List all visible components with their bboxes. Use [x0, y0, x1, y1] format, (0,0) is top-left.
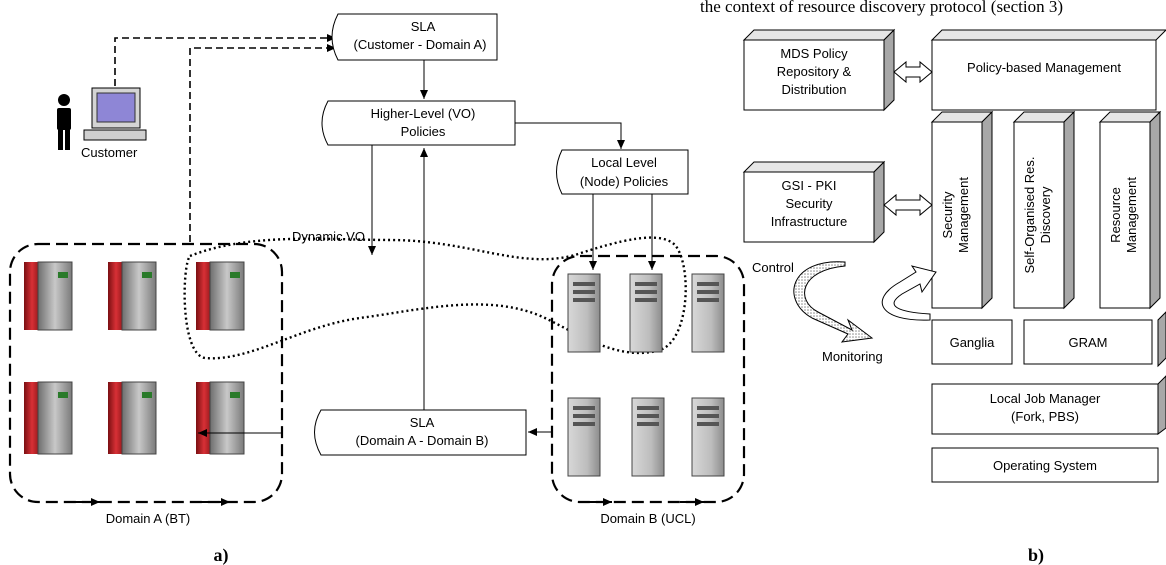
server-a3	[196, 261, 245, 331]
domain-a-servers	[24, 261, 245, 455]
caption-a: a)	[214, 545, 229, 565]
discovery-box	[1012, 110, 1076, 310]
gram-side-shadow	[1157, 311, 1166, 368]
computer-icon	[83, 87, 147, 141]
tower-b1	[567, 273, 601, 353]
os-box	[931, 447, 1159, 483]
vo-to-local-arrow	[515, 122, 625, 149]
domain-b-servers	[567, 273, 725, 477]
sla-domains-sub: (Domain A - Domain B)	[356, 433, 489, 448]
sla-domains-box	[314, 409, 527, 456]
gsi-box	[742, 160, 886, 244]
caption-b: b)	[1028, 545, 1044, 565]
resource-mgmt-box	[1098, 110, 1162, 310]
gsi-line1: GSI - PKI	[782, 178, 837, 193]
local-policies-line2: (Node) Policies	[580, 174, 669, 189]
control-arrow	[793, 261, 874, 343]
domain-a-label: Domain A (BT)	[106, 511, 191, 526]
job-manager-box	[931, 383, 1159, 435]
mds-policy-double-arrow	[893, 60, 933, 84]
gram-box	[1023, 319, 1153, 365]
policy-mgmt-box	[930, 29, 1166, 111]
sla-customer-sub: (Customer - Domain A)	[354, 37, 487, 52]
local-policies-box	[556, 149, 689, 195]
policy-mgmt-label: Policy-based Management	[967, 60, 1121, 75]
domain-a-boundary	[8, 242, 284, 504]
control-label: Control	[752, 260, 794, 275]
gsi-line2: Security	[786, 196, 833, 211]
tower-b4	[567, 397, 601, 477]
vo-policies-line2: Policies	[401, 124, 446, 139]
server-a2	[108, 261, 157, 331]
discovery-line1: Self-Organised Res.	[1022, 156, 1037, 273]
tower-b2	[629, 273, 663, 353]
server-a1	[24, 261, 73, 331]
tower-b6	[691, 397, 725, 477]
mds-line2: Repository &	[777, 64, 852, 79]
monitoring-label: Monitoring	[822, 349, 883, 364]
gsi-line3: Infrastructure	[771, 214, 848, 229]
dynamic-vo-label: Dynamic VO	[292, 229, 365, 244]
security-mgmt-line2: Management	[956, 177, 971, 253]
security-mgmt-line1: Security	[940, 191, 955, 238]
tower-b5	[631, 397, 665, 477]
customer-label: Customer	[81, 145, 138, 160]
gsi-security-double-arrow	[883, 193, 933, 217]
domain-sla-arrow	[189, 44, 336, 242]
job-manager-line1: Local Job Manager	[990, 391, 1101, 406]
domain-b-label: Domain B (UCL)	[600, 511, 695, 526]
person-icon	[57, 94, 71, 150]
job-manager-line2: (Fork, PBS)	[1011, 409, 1079, 424]
sla-customer-title: SLA	[411, 19, 436, 34]
server-a4	[24, 381, 73, 455]
local-policies-line1: Local Level	[591, 155, 657, 170]
resource-mgmt-line1: Resource	[1108, 187, 1123, 243]
header-text: the context of resource discovery protoc…	[700, 0, 1063, 16]
customer-sla-arrow	[114, 34, 336, 86]
discovery-line2: Discovery	[1038, 186, 1053, 244]
mds-line3: Distribution	[781, 82, 846, 97]
domain-b-boundary	[550, 254, 746, 504]
ganglia-box	[931, 319, 1013, 365]
gram-label: GRAM	[1069, 335, 1108, 350]
job-manager-side-shadow	[1157, 375, 1166, 435]
os-label: Operating System	[993, 458, 1097, 473]
security-mgmt-box	[930, 110, 994, 310]
ganglia-label: Ganglia	[950, 335, 996, 350]
mds-box	[742, 28, 896, 112]
monitoring-arrow	[881, 265, 937, 321]
resource-mgmt-line2: Management	[1124, 177, 1139, 253]
sla-customer-box	[331, 13, 498, 61]
vo-policies-line1: Higher-Level (VO)	[371, 106, 476, 121]
tower-b3	[691, 273, 725, 353]
server-a6	[196, 381, 245, 455]
mds-line1: MDS Policy	[780, 46, 848, 61]
dynamic-vo-outline	[183, 236, 687, 360]
server-a5	[108, 381, 157, 455]
sla-domains-title: SLA	[410, 415, 435, 430]
vo-policies-box	[321, 100, 516, 146]
